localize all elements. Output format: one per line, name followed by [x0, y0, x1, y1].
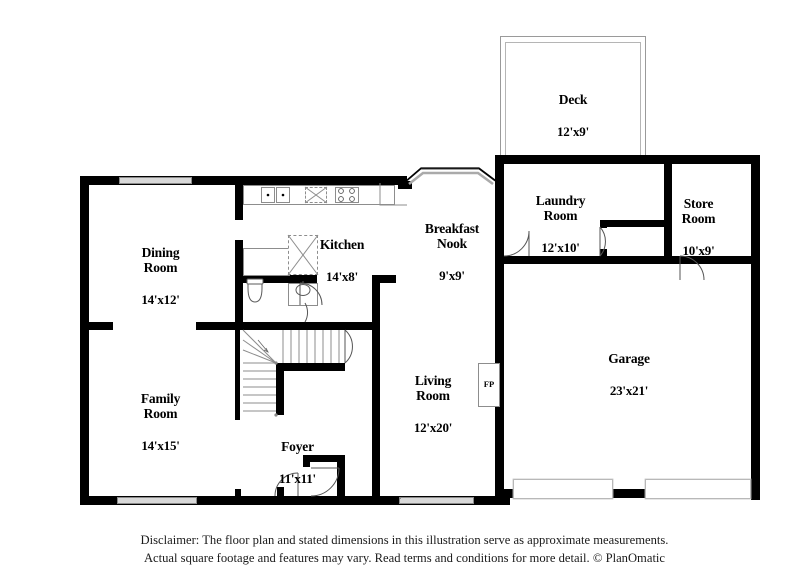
- disclaimer-line-1: Disclaimer: The floor plan and stated di…: [140, 533, 669, 547]
- label-family-room-dimensions: 14'x15': [141, 438, 180, 454]
- exterior-wall-north-left: [80, 176, 407, 185]
- exterior-wall-west: [80, 176, 89, 505]
- label-foyer: Foyer 11'x11': [250, 421, 345, 504]
- label-store-room: Store Room 10'x9': [656, 178, 741, 276]
- wall-garage-notch: [495, 489, 513, 498]
- interior-wall-laundry-closet: [600, 220, 664, 227]
- window-living-south: [399, 497, 401, 499]
- interior-wall-laundry-south: [504, 256, 672, 264]
- exterior-wall-south-house: [80, 496, 510, 505]
- label-laundry-room-name: Laundry Room: [535, 192, 586, 224]
- label-store-room-name: Store Room: [681, 195, 716, 227]
- breakfast-nook-bay-window: [406, 167, 496, 186]
- label-family-room: Family Room 14'x15': [103, 373, 218, 471]
- powder-room-counter: [243, 248, 290, 276]
- disclaimer: Disclaimer: The floor plan and stated di…: [0, 531, 809, 568]
- label-kitchen-name: Kitchen: [319, 236, 365, 252]
- label-store-room-dimensions: 10'x9': [682, 243, 715, 259]
- label-dining-room-dimensions: 14'x12': [141, 292, 180, 308]
- wall-tick-kitchen-north: [240, 185, 244, 195]
- window-family-south: [117, 497, 197, 504]
- label-breakfast-nook-dimensions: 9'x9': [439, 268, 465, 284]
- interior-wall-laundry-closet-left: [600, 220, 607, 228]
- window-foyer-south: [399, 497, 474, 504]
- label-breakfast-nook-name: Breakfast Nook: [424, 220, 480, 252]
- interior-wall-foyer-east: [276, 363, 284, 415]
- kitchen-sink-basin-left: [261, 187, 275, 203]
- interior-wall-foyer-west: [235, 282, 243, 330]
- garage-door-right: [645, 479, 751, 499]
- interior-wall-nook-laundry: [495, 155, 504, 220]
- interior-wall-laundry-store: [664, 155, 672, 264]
- interior-wall-living-garage: [495, 155, 504, 500]
- label-garage-name: Garage: [608, 350, 650, 366]
- label-family-room-name: Family Room: [140, 390, 181, 422]
- interior-wall-powder-south: [235, 275, 317, 283]
- interior-wall-stair-landing: [276, 363, 345, 371]
- label-kitchen: Kitchen 14'x8': [292, 219, 392, 302]
- kitchen-dishwasher: [305, 187, 327, 203]
- exterior-wall-south-garage: [505, 489, 760, 498]
- label-breakfast-nook: Breakfast Nook 9'x9': [396, 203, 508, 301]
- label-deck: Deck 12'x9': [513, 74, 633, 157]
- label-laundry-room-dimensions: 12'x10': [541, 240, 580, 256]
- living-room-fireplace: [478, 363, 500, 407]
- interior-wall-kitchen-powder-left: [235, 240, 243, 282]
- wall-stub-foyer-door-jamb: [303, 455, 310, 467]
- exterior-wall-north-right: [497, 155, 760, 164]
- label-living-room-dimensions: 12'x20': [413, 420, 453, 436]
- label-foyer-dimensions: 11'x11': [279, 470, 316, 486]
- label-garage-dimensions: 23'x21': [609, 382, 649, 398]
- garage-door-left: [513, 479, 613, 499]
- label-kitchen-dimensions: 14'x8': [325, 268, 359, 284]
- wall-tick-family-south: [235, 489, 241, 498]
- interior-wall-dining-family-stub: [80, 322, 113, 330]
- window-dining-north: [119, 177, 192, 184]
- label-living-room-name: Living Room: [414, 372, 452, 404]
- fireplace-label: FP: [483, 379, 495, 389]
- interior-wall-dining-kitchen: [235, 184, 243, 220]
- label-deck-dimensions: 12'x9': [556, 123, 590, 139]
- deck-inner-outline: [505, 42, 641, 160]
- label-dining-room-name: Dining Room: [141, 244, 180, 276]
- interior-wall-kitchen-nook: [372, 275, 380, 504]
- label-deck-name: Deck: [558, 91, 588, 107]
- wall-stub-foyer-entry-right: [337, 455, 345, 505]
- interior-wall-store-south: [672, 256, 760, 264]
- exterior-wall-east: [751, 155, 760, 500]
- disclaimer-line-2: Actual square footage and features may v…: [143, 551, 666, 566]
- interior-wall-living-north-stub: [345, 322, 380, 330]
- kitchen-sink-basin-right: [276, 187, 290, 203]
- label-garage: Garage 23'x21': [568, 333, 690, 416]
- label-foyer-name: Foyer: [281, 438, 314, 454]
- label-living-room: Living Room 12'x20': [383, 355, 483, 453]
- interior-wall-family-north: [196, 322, 243, 330]
- interior-wall-nook-angle-left: [398, 181, 412, 189]
- door-stair-closet: [344, 329, 353, 364]
- label-laundry-room: Laundry Room 12'x10': [508, 175, 613, 273]
- interior-wall-nook-west-stub: [372, 275, 396, 283]
- label-dining-room: Dining Room 14'x12': [103, 227, 218, 325]
- interior-wall-family-foyer: [235, 330, 240, 420]
- kitchen-cooktop: [335, 187, 359, 203]
- wall-stub-foyer-entry-top: [303, 455, 345, 462]
- interior-wall-stair-north: [235, 322, 345, 330]
